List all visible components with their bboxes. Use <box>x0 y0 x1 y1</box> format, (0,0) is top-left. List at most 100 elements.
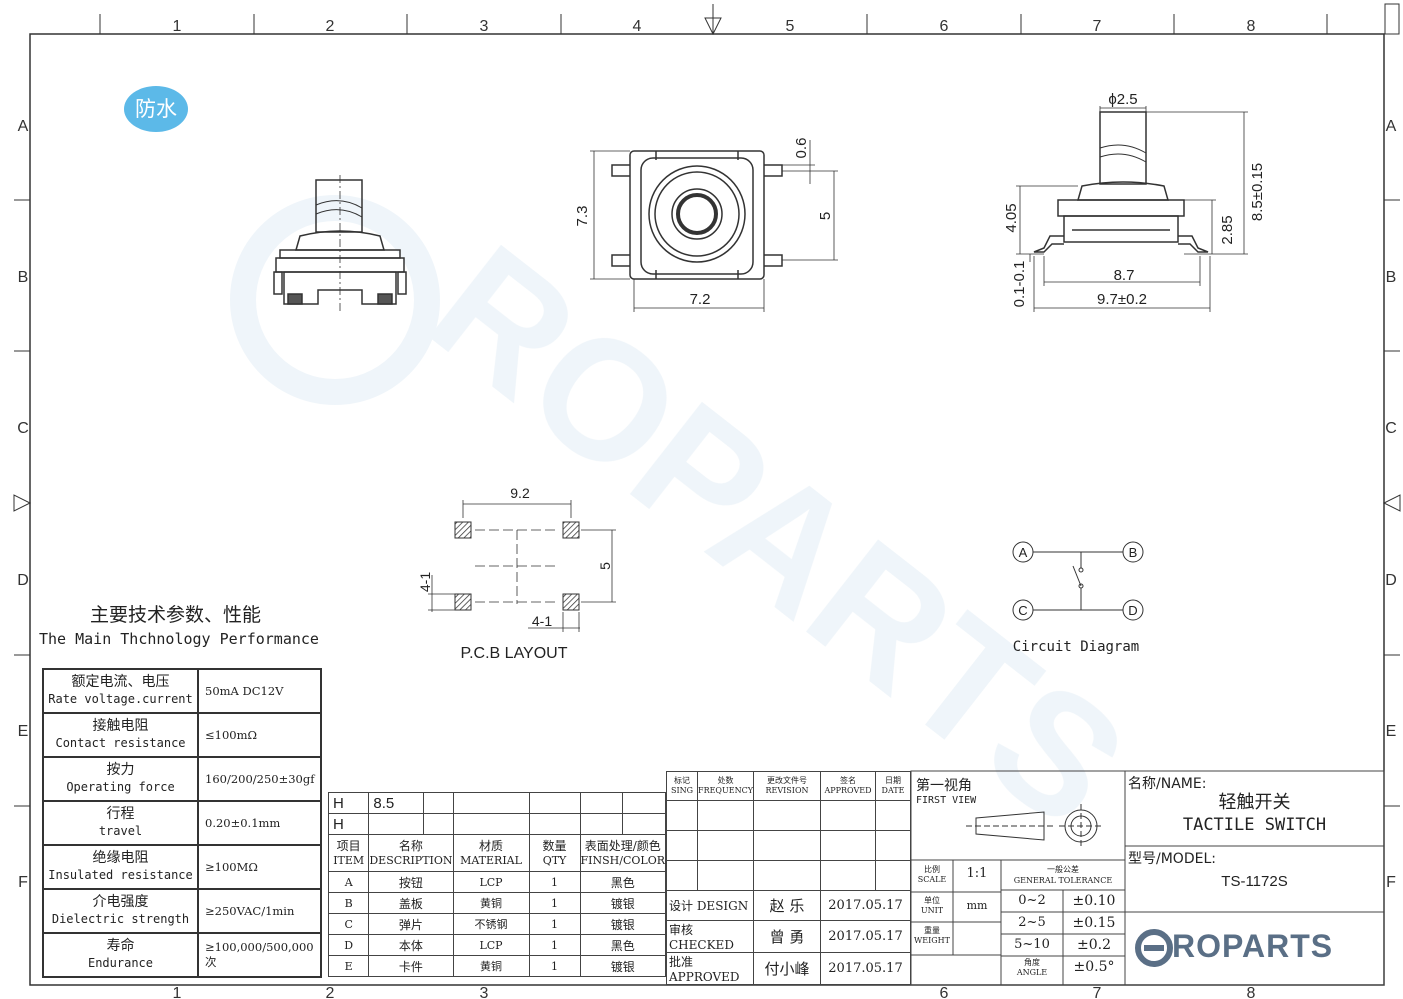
performance-title-cn: 主要技术参数、性能 <box>90 604 262 626</box>
unit-label-cn: 单位 <box>924 896 940 905</box>
zone-number: 1 <box>173 985 182 999</box>
waterproof-badge: 防水 <box>124 86 188 132</box>
spec-value: 50mA DC12V <box>197 668 322 714</box>
col-material-cn: 材质 <box>479 838 504 853</box>
tolerance-title-cn: 一般公差 <box>1047 865 1079 874</box>
dim-width: 7.2 <box>690 291 711 308</box>
scale-label-en: SCALE <box>917 875 947 884</box>
dim-base: 2.85 <box>1219 215 1236 244</box>
col-finish-cn: 表面处理/颜色 <box>584 838 661 853</box>
signoff-name: 曾 勇 <box>753 920 821 953</box>
signoff-label: 设计 DESIGN <box>666 890 754 921</box>
part-qty: 1 <box>528 871 581 893</box>
col-desc-en: DESCRIPTION <box>369 853 453 867</box>
spec-value: 0.20±0.1mm <box>197 800 322 846</box>
spec-value: ≤100mΩ <box>197 712 322 758</box>
tol-value: ±0.15 <box>1072 915 1116 931</box>
part-qty: 1 <box>528 934 581 956</box>
front-view <box>590 140 838 312</box>
zone-number: 7 <box>1093 985 1102 999</box>
performance-table: 额定电流、电压 Rate voltage.current 50mA DC12V 接… <box>42 668 322 978</box>
zone-number: 1 <box>173 18 182 35</box>
watermark-text: ROPARTS <box>397 209 1159 863</box>
tol-angle-cn: 角度 <box>1024 958 1040 967</box>
part-material: LCP <box>452 934 530 956</box>
first-angle-symbol <box>966 804 1103 848</box>
spec-name-en: Dielectric strength <box>51 912 190 926</box>
zone-number: 8 <box>1247 18 1256 35</box>
zone-number: 8 <box>1247 985 1256 999</box>
col-material-en: MATERIAL <box>460 853 522 867</box>
frame-labels: 1 2 3 4 5 6 7 8 1 2 3 6 7 8 A B C D E F … <box>17 18 1397 999</box>
part-item: B <box>327 892 370 914</box>
spec-name-en: Rate voltage.current <box>48 692 193 706</box>
rev-col-cn: 标记 <box>674 776 690 785</box>
col-item-en: ITEM <box>333 853 365 867</box>
zone-number: 6 <box>940 985 949 999</box>
circuit-labels: A B C D Circuit Diagram <box>1013 545 1139 655</box>
projection-en: FIRST VIEW <box>916 795 977 806</box>
zone-letter: A <box>18 118 29 135</box>
part-name-en: TACTILE SWITCH <box>1182 815 1327 835</box>
pcb-layout-labels: 9.2 5 4-1 4-1 P.C.B LAYOUT <box>417 485 613 662</box>
part-desc: 按钮 <box>368 871 454 893</box>
dim-body: 4.05 <box>1003 203 1020 232</box>
zone-number: 2 <box>326 18 335 35</box>
part-qty: 1 <box>528 955 581 977</box>
performance-title-en: The Main Thchnology Performance <box>39 630 319 648</box>
spec-name-cn: 按力 <box>106 762 135 778</box>
zone-letter: D <box>17 572 29 589</box>
part-item: E <box>327 955 370 977</box>
signoff-date: 2017.05.17 <box>820 920 911 953</box>
dim-vertical: 5 <box>597 562 613 570</box>
part-material: 黄铜 <box>452 892 530 914</box>
signoff-date: 2017.05.17 <box>820 890 911 921</box>
rev-col-cn: 更改文件号 <box>767 776 807 785</box>
h-row: H <box>327 813 666 835</box>
projection-cn: 第一视角 <box>916 778 972 794</box>
zone-letter: B <box>1386 269 1397 286</box>
part-qty: 1 <box>528 892 581 914</box>
zone-number: 3 <box>480 18 489 35</box>
parts-row: C 弹片 不锈钢 1 镀银 <box>327 913 667 935</box>
signoff-label: 批准 APPROVED <box>666 952 754 985</box>
signoff-name: 赵 乐 <box>753 890 821 921</box>
circuit-node-a: A <box>1019 545 1028 560</box>
zone-number: 5 <box>786 18 795 35</box>
spec-value: ≥100MΩ <box>197 844 322 890</box>
tol-range: 5~10 <box>1014 937 1050 952</box>
dim-pin-pitch: 5 <box>817 212 834 220</box>
spec-name-cn: 接触电阻 <box>92 718 149 734</box>
performance-row: 额定电流、电压 Rate voltage.current 50mA DC12V <box>42 668 322 714</box>
right-side-view <box>1016 106 1248 312</box>
dim-pitch: 9.2 <box>510 485 530 501</box>
spec-name-en: Insulated resistance <box>48 868 193 882</box>
signoff-row: 审核 CHECKED 曾 勇 2017.05.17 <box>666 920 911 953</box>
spec-name-cn: 额定电流、电压 <box>71 674 170 690</box>
dim-pad-h: 4-1 <box>532 613 552 629</box>
pcb-layout <box>428 500 616 632</box>
model-number: TS-1172S <box>1221 873 1288 890</box>
circuit-node-c: C <box>1018 603 1027 618</box>
zone-letter: F <box>18 874 28 891</box>
scale-label-cn: 比例 <box>924 865 940 874</box>
company-logo <box>1134 928 1174 972</box>
rev-col-en: DATE <box>881 786 905 795</box>
col-qty-cn: 数量 <box>542 838 567 853</box>
dim-height: 7.3 <box>574 206 591 227</box>
spec-name-cn: 行程 <box>106 806 135 822</box>
part-finish: 黑色 <box>579 934 667 956</box>
part-item: D <box>327 934 370 956</box>
weight-label-cn: 重量 <box>924 926 940 935</box>
col-item-cn: 项目 <box>336 838 361 853</box>
rev-col-en: SING <box>670 786 694 795</box>
